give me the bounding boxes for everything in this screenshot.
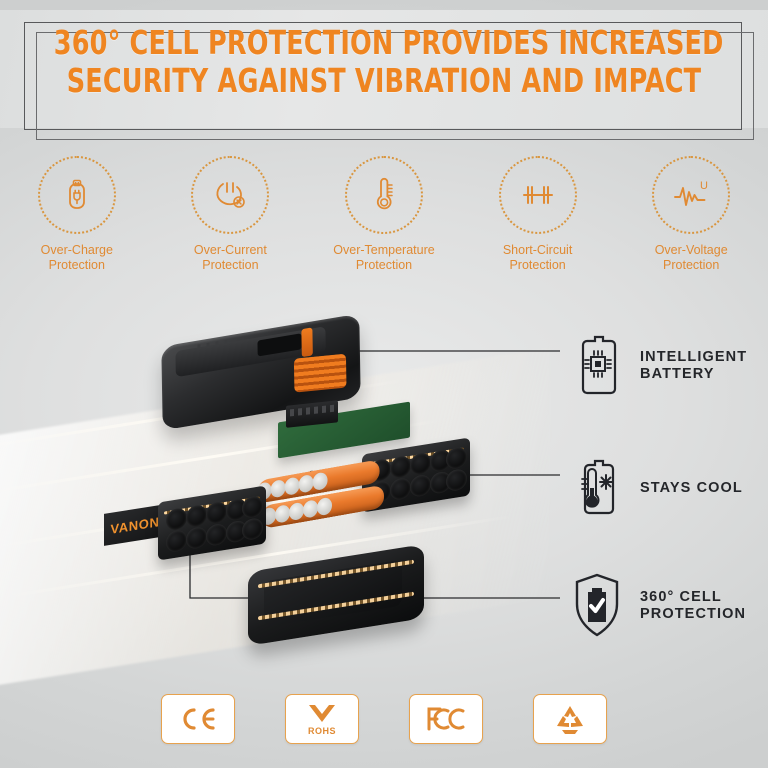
ce-mark-icon [183, 707, 215, 730]
feature-cell-protection: 360° CELL PROTECTION [568, 570, 746, 642]
recycle-icon [557, 705, 583, 734]
header-frame-inner [36, 32, 754, 140]
certification-badges-row: ROHS [0, 694, 768, 752]
protection-label-line1: Over-Voltage [654, 243, 728, 257]
voltage-waveform-icon: U [674, 180, 708, 206]
cert-badge-rohs: ROHS [285, 694, 359, 744]
cert-label: ROHS [307, 725, 336, 736]
protection-label: Over-Voltage Protection [655, 243, 728, 273]
exploded-battery-diagram: VANON [0, 296, 768, 687]
protection-label-line1: Over-Charge [40, 243, 113, 257]
fcc-mark-icon [427, 707, 465, 730]
feature-label-line1: 360° CELL [640, 589, 722, 605]
feature-label-line1: STAYS COOL [640, 479, 743, 496]
protection-icon-ring [498, 156, 577, 234]
feature-stays-cool: STAYS COOL [568, 452, 743, 524]
feature-intelligent-battery: INTELLIGENT BATTERY [568, 330, 747, 402]
protection-label: Short-Circuit Protection [503, 243, 572, 273]
thermometer-icon [376, 177, 393, 210]
protection-label: Over-Current Protection [194, 243, 267, 273]
protection-label: Over-Temperature Protection [333, 243, 434, 273]
protection-label-line2: Protection [663, 258, 720, 272]
shell-release-latch [301, 327, 313, 358]
feature-label: 360° CELL PROTECTION [640, 589, 746, 623]
chip-battery-icon [581, 335, 617, 395]
protection-label: Over-Charge Protection [41, 243, 113, 273]
feature-label-line1: INTELLIGENT [640, 349, 748, 365]
protection-icon-ring [37, 156, 116, 234]
header-background [0, 10, 768, 128]
protection-item-over-voltage: U Over-Voltage Protection [614, 156, 768, 286]
protection-icon-ring [344, 156, 423, 234]
pcb-connector-block [286, 400, 338, 428]
protection-label-line2: Protection [202, 258, 259, 272]
protection-label-line1: Over-Temperature [333, 243, 435, 257]
page-title-line1: 360° CELL PROTECTION PROVIDES INCREASED [53, 23, 724, 62]
protection-item-short-circuit: Short-Circuit Protection [461, 156, 615, 286]
feature-icon-wrap [568, 452, 626, 524]
thermometer-snowflake-battery-icon [581, 459, 615, 515]
feature-label-line2: PROTECTION [640, 606, 747, 622]
current-loop-cross-icon [216, 182, 246, 208]
protection-item-over-temperature: Over-Temperature Protection [307, 156, 461, 286]
header-banner: 360° CELL PROTECTION PROVIDES INCREASED … [0, 0, 768, 140]
cert-badge-ce [161, 694, 235, 744]
protection-features-row: Over-Charge Protection Over-Current Prot… [0, 156, 768, 286]
cert-badge-recycle [533, 694, 607, 744]
feature-icon-wrap [568, 330, 626, 402]
protection-icon-ring: U [652, 156, 731, 234]
svg-text:U: U [700, 180, 708, 192]
base-cavity [264, 559, 402, 628]
protection-icon-ring [191, 156, 270, 234]
protection-label-line2: Protection [509, 258, 566, 272]
protection-item-over-current: Over-Current Protection [154, 156, 308, 286]
page-title: 360° CELL PROTECTION PROVIDES INCREASED … [53, 23, 724, 100]
header-frame-outer [24, 22, 742, 130]
shell-vent-fins [293, 353, 347, 393]
protection-label-line1: Short-Circuit [502, 243, 573, 257]
feature-label-line2: BATTERY [640, 366, 715, 382]
page-title-line2: SECURITY AGAINST VIBRATION AND IMPACT [66, 61, 702, 100]
short-circuit-icon [522, 186, 553, 204]
rohs-check-icon [309, 704, 335, 722]
protection-label-line2: Protection [355, 258, 413, 272]
usb-charge-plug-icon [68, 179, 85, 209]
feature-label: STAYS COOL [640, 480, 743, 497]
shield-battery-check-icon [575, 573, 619, 637]
feature-icon-wrap [568, 570, 626, 642]
protection-label-line2: Protection [48, 258, 105, 272]
protection-item-over-charge: Over-Charge Protection [0, 156, 154, 286]
feature-label: INTELLIGENT BATTERY [640, 349, 747, 383]
protection-label-line1: Over-Current [193, 243, 267, 257]
cert-badge-fcc [409, 694, 483, 744]
